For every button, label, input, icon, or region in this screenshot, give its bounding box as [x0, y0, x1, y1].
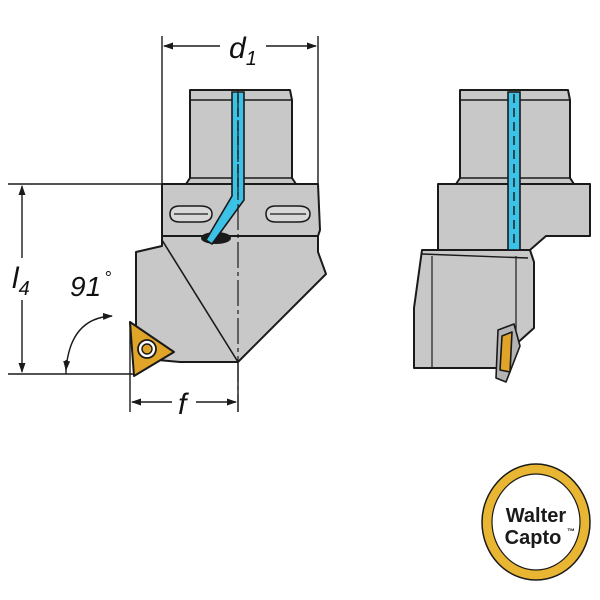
dim-l4-label: l4 [12, 262, 30, 300]
front-view [129, 89, 327, 377]
front-head [135, 235, 327, 363]
dim-d1-label: d1 [229, 32, 257, 70]
logo-line-2: Capto [505, 527, 562, 549]
dimension-lines [8, 36, 319, 412]
logo-line-1: Walter [506, 505, 567, 527]
front-insert [129, 321, 175, 377]
dim-angle-label: 91° [70, 268, 111, 302]
logo-trademark: ™ [567, 527, 575, 536]
front-flange [161, 183, 321, 237]
side-insert [495, 323, 521, 383]
side-view [413, 89, 591, 383]
walter-capto-logo: Walter Capto ™ [481, 463, 591, 581]
side-coolant-channel [507, 91, 521, 251]
dim-f-label: f [178, 388, 189, 421]
